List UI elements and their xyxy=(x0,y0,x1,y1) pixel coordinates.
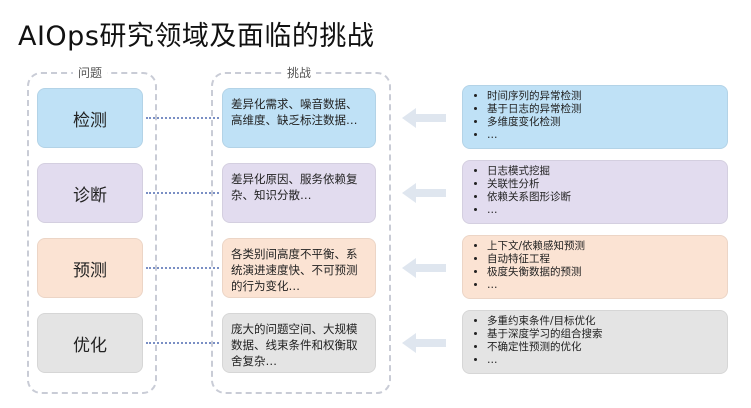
challenge-detection: 差异化需求、噪音数据、高维度、缺乏标注数据… xyxy=(222,88,376,148)
list-item: 日志模式挖掘 xyxy=(487,165,719,178)
arrow-left-icon xyxy=(402,333,446,353)
list-item: … xyxy=(487,129,719,142)
methods-optimization: 多重约束条件/目标优化 基于深度学习的组合搜索 不确定性预测的优化 … xyxy=(462,310,728,374)
methods-diagnosis: 日志模式挖掘 关联性分析 依赖关系图形诊断 … xyxy=(462,160,728,224)
problem-label: 优化 xyxy=(73,335,107,356)
list-item: 多维度变化检测 xyxy=(487,116,719,129)
arrow-left-icon xyxy=(402,183,446,203)
arrow-left-icon xyxy=(402,258,446,278)
list-item: … xyxy=(487,354,719,367)
challenge-column-label: 挑战 xyxy=(281,64,317,81)
dotted-connector xyxy=(146,342,219,344)
problem-prediction: 预测 xyxy=(37,238,143,298)
list-item: 依赖关系图形诊断 xyxy=(487,191,719,204)
problem-detection: 检测 xyxy=(37,88,143,148)
challenge-prediction: 各类别间高度不平衡、系统演进速度快、不可预测的行为变化… xyxy=(222,238,376,298)
problem-column-label: 问题 xyxy=(72,64,108,81)
list-item: 不确定性预测的优化 xyxy=(487,341,719,354)
list-item: 时间序列的异常检测 xyxy=(487,90,719,103)
methods-detection: 时间序列的异常检测 基于日志的异常检测 多维度变化检测 … xyxy=(462,85,728,149)
challenge-optimization: 庞大的问题空间、大规模数据、线束条件和权衡取舍复杂… xyxy=(222,313,376,373)
dotted-connector xyxy=(146,267,219,269)
list-item: 基于日志的异常检测 xyxy=(487,103,719,116)
dotted-connector xyxy=(146,117,219,119)
list-item: 基于深度学习的组合搜索 xyxy=(487,328,719,341)
list-item: … xyxy=(487,279,719,292)
list-item: … xyxy=(487,204,719,217)
problem-label: 预测 xyxy=(73,260,107,281)
problem-label: 诊断 xyxy=(73,185,107,206)
list-item: 关联性分析 xyxy=(487,178,719,191)
list-item: 多重约束条件/目标优化 xyxy=(487,315,719,328)
methods-prediction: 上下文/依赖感知预测 自动特征工程 极度失衡数据的预测 … xyxy=(462,235,728,299)
list-item: 上下文/依赖感知预测 xyxy=(487,240,719,253)
page-title: AIOps研究领域及面临的挑战 xyxy=(18,21,375,52)
arrow-left-icon xyxy=(402,108,446,128)
problem-label: 检测 xyxy=(73,110,107,131)
dotted-connector xyxy=(146,192,219,194)
problem-diagnosis: 诊断 xyxy=(37,163,143,223)
list-item: 自动特征工程 xyxy=(487,253,719,266)
challenge-diagnosis: 差异化原因、服务依赖复杂、知识分散… xyxy=(222,163,376,223)
problem-optimization: 优化 xyxy=(37,313,143,373)
list-item: 极度失衡数据的预测 xyxy=(487,266,719,279)
